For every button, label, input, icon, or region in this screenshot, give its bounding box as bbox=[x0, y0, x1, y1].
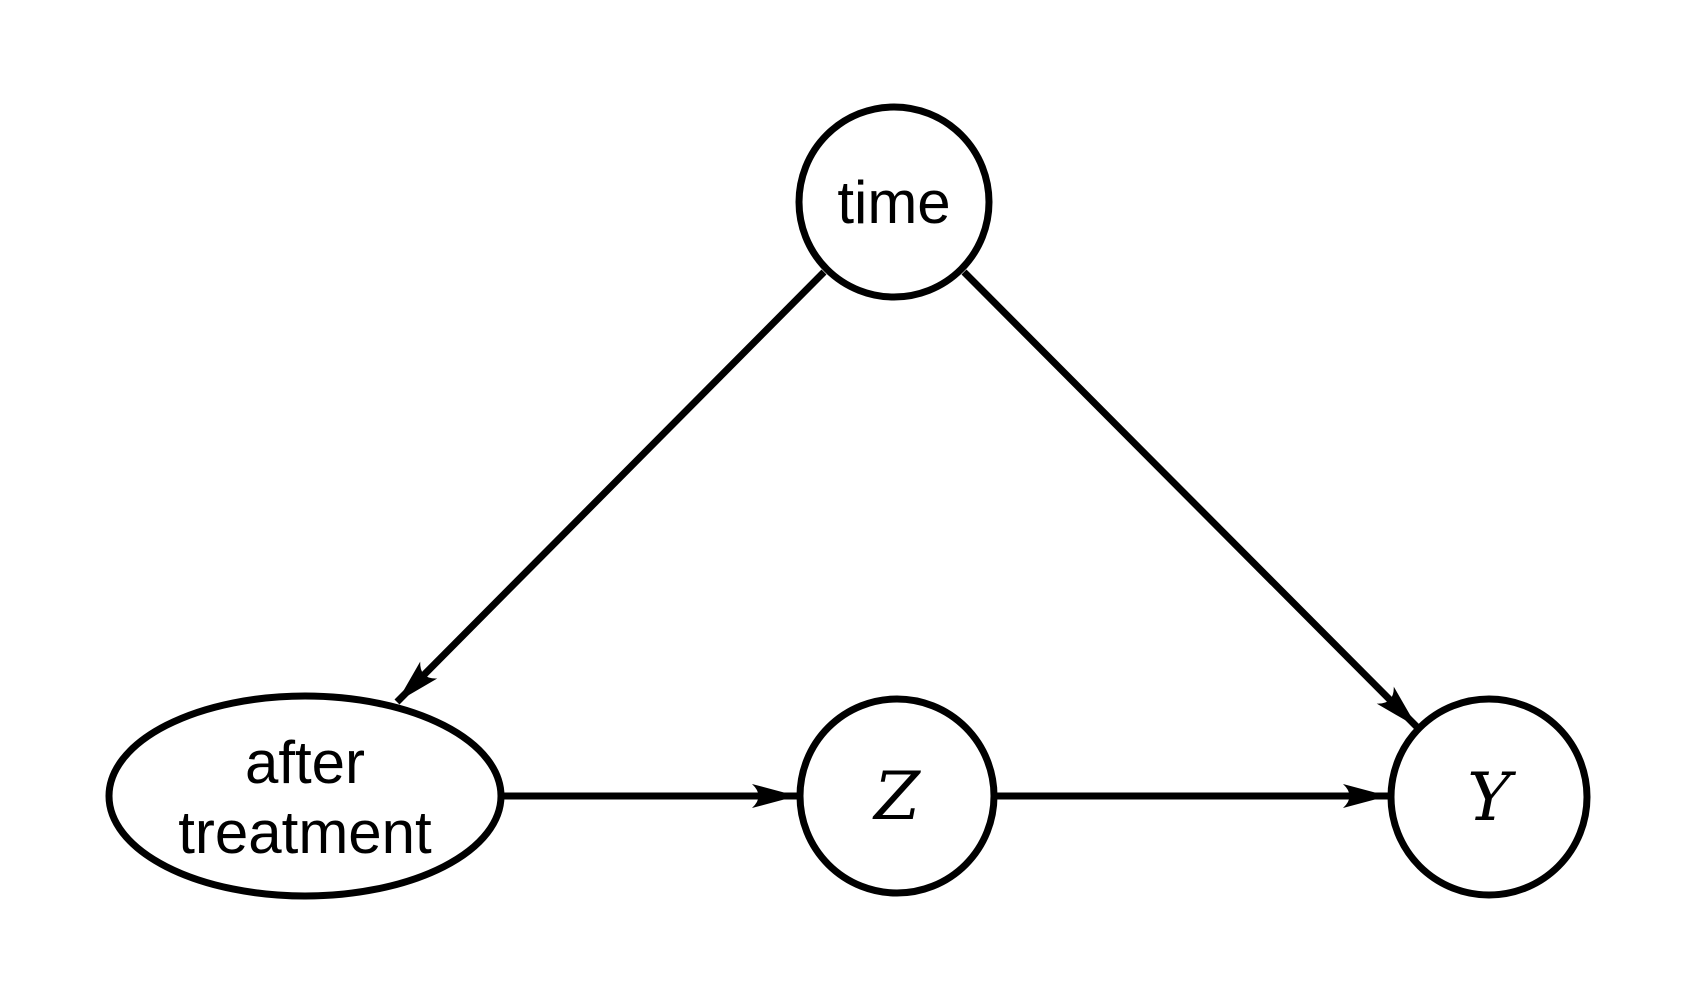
edge-time-to-y bbox=[961, 269, 1420, 730]
node-after-treatment-label-line1: after bbox=[245, 729, 365, 796]
node-y-shape bbox=[1387, 695, 1591, 899]
node-z-label: Z bbox=[872, 758, 921, 835]
node-after-treatment-shape bbox=[105, 692, 505, 900]
edge-time-to-after-treatment bbox=[394, 269, 827, 705]
node-after-treatment-label-line2: treatment bbox=[178, 799, 432, 866]
node-time-label: time bbox=[837, 169, 950, 236]
node-z-shape bbox=[796, 695, 998, 897]
node-time-shape bbox=[795, 103, 993, 301]
node-y-label: Y bbox=[1467, 759, 1516, 836]
